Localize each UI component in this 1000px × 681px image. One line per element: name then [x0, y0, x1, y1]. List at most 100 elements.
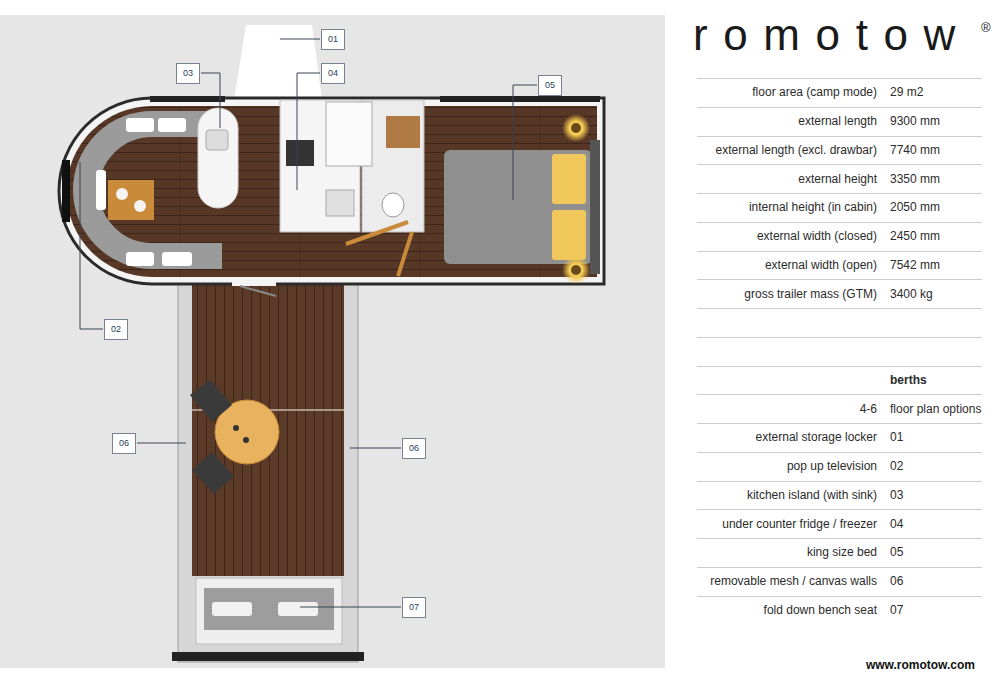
table-rule — [697, 279, 982, 280]
bathroom — [346, 222, 408, 244]
table-label: external width (closed) — [757, 228, 877, 244]
table-label: 4-6 — [860, 401, 877, 417]
table-value: 02 — [890, 458, 903, 474]
table-rule — [697, 193, 982, 194]
sofa — [126, 252, 154, 266]
background-panel — [0, 15, 665, 668]
callout-number: 07 — [409, 602, 419, 613]
table-rule — [697, 78, 982, 79]
table-label: kitchen island (with sink) — [747, 487, 877, 503]
sofa — [116, 188, 128, 200]
kitchen — [198, 108, 238, 208]
deck — [192, 452, 234, 494]
callout-box: 06 — [112, 433, 136, 454]
bed — [444, 114, 600, 284]
table-value: 03 — [890, 487, 903, 503]
table-label: fold down bench seat — [764, 602, 877, 618]
leader-line — [80, 39, 537, 607]
callout-box: 07 — [402, 597, 426, 618]
table-rule — [697, 596, 982, 597]
table-value: 04 — [890, 516, 903, 532]
callout-box: 04 — [321, 63, 345, 84]
registered-mark: ® — [981, 20, 991, 35]
table-label: floor area (camp mode) — [752, 84, 877, 100]
table-rule — [697, 423, 982, 424]
table-label: under counter fridge / freezer — [722, 516, 877, 532]
storage-locker — [234, 25, 322, 100]
table-label: pop up television — [787, 458, 877, 474]
table-label: external length — [798, 113, 877, 129]
table-value: 7740 mm — [890, 142, 940, 158]
leader-line — [297, 73, 320, 190]
table-rule — [697, 79, 982, 597]
table-rule — [697, 308, 982, 309]
table-label: internal height (in cabin) — [749, 199, 877, 215]
table-value: 05 — [890, 544, 903, 560]
trailer-body — [59, 98, 604, 284]
bathroom — [386, 116, 420, 148]
table-value: 9300 mm — [890, 113, 940, 129]
table-value: 7542 mm — [890, 257, 940, 273]
storage-locker — [234, 25, 322, 100]
brand-logo: romotow — [693, 10, 971, 60]
table-rule — [697, 136, 982, 137]
deck — [190, 380, 232, 422]
table-value: 01 — [890, 429, 903, 445]
bed — [590, 140, 600, 274]
website-url: www.romotow.com — [866, 658, 975, 672]
deck — [278, 602, 318, 616]
table-value: 3350 mm — [890, 171, 940, 187]
table-label: gross trailer mass (GTM) — [744, 286, 877, 302]
trailer-body — [232, 278, 276, 286]
leader-line — [80, 162, 103, 329]
table-rule — [697, 567, 982, 568]
callout-box: 02 — [104, 319, 128, 340]
table-value: 3400 kg — [890, 286, 933, 302]
deck — [196, 578, 342, 644]
leader-line — [300, 607, 401, 608]
callout-number: 05 — [545, 80, 555, 91]
callout-number: 06 — [409, 443, 419, 454]
sofa — [108, 180, 154, 220]
bathroom — [326, 100, 424, 276]
deck — [233, 425, 239, 431]
callout-box: 06 — [402, 438, 426, 459]
callout-number: 06 — [119, 438, 129, 449]
deck — [204, 588, 334, 630]
bathroom — [382, 193, 404, 217]
table-rule — [697, 509, 982, 510]
callout-number: 04 — [328, 68, 338, 79]
table-value: floor plan options — [890, 401, 981, 417]
callout-number: 02 — [111, 324, 121, 335]
table-label: external length (excl. drawbar) — [716, 142, 877, 158]
sofa — [134, 200, 146, 212]
background-panel — [0, 15, 665, 668]
deck — [172, 652, 364, 661]
table-label: external height — [798, 171, 877, 187]
table-value: 06 — [890, 573, 903, 589]
kitchen — [206, 130, 228, 150]
callout-box: 05 — [538, 75, 562, 96]
table-label: removable mesh / canvas walls — [710, 573, 877, 589]
table-rule — [697, 452, 982, 453]
table-rule — [697, 538, 982, 539]
deck — [172, 280, 364, 662]
trailer-body — [62, 160, 70, 222]
sofa — [96, 170, 106, 210]
table-rule — [697, 337, 982, 338]
table-value: 2450 mm — [890, 228, 940, 244]
callout-number: 03 — [183, 68, 193, 79]
bed — [444, 150, 592, 264]
bed — [571, 265, 581, 275]
deck — [192, 284, 344, 576]
sofa — [158, 118, 186, 132]
leader-line — [137, 443, 186, 444]
table-rule — [697, 251, 982, 252]
table-rule — [697, 222, 982, 223]
deck — [212, 602, 252, 616]
bed — [552, 154, 586, 204]
table-value: 2050 mm — [890, 199, 940, 215]
bed — [562, 114, 590, 142]
leader-line — [513, 85, 537, 200]
